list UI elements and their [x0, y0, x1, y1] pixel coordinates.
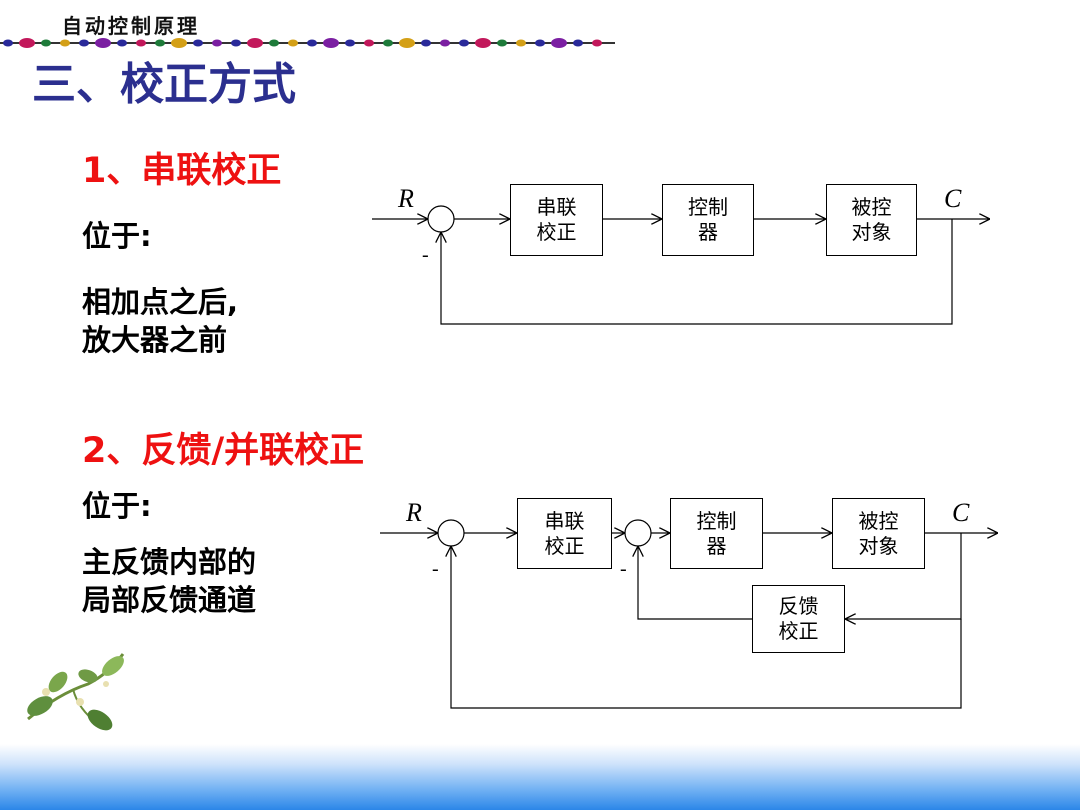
d1-minus-sign: -: [422, 244, 429, 266]
d2-local-summing-junction: [624, 519, 652, 547]
decorative-dot: [41, 39, 51, 47]
decorative-dot: [117, 39, 127, 47]
bottom-gradient-band: [0, 744, 1080, 810]
block-label: 控制: [688, 195, 728, 219]
decorative-dot: [345, 39, 355, 47]
decorative-plant-icon: [27, 653, 125, 731]
block-label: 被控: [858, 508, 899, 533]
decorative-dot: [3, 39, 13, 47]
decorative-dot: [212, 39, 222, 47]
decorative-dot: [399, 38, 415, 48]
d2-controller-block: 控制器: [670, 498, 763, 569]
d1-output-label: C: [944, 184, 962, 213]
decorative-dot: [383, 39, 393, 47]
decorative-dot: [60, 39, 70, 47]
decorative-dot: [516, 39, 526, 47]
section1-desc-line1: 相加点之后,: [82, 285, 239, 319]
decorative-dot: [573, 39, 583, 47]
block-label: 被控: [851, 195, 892, 219]
d1-series-compensator-block: 串联校正: [510, 184, 603, 256]
d1-summing-junction: [427, 205, 455, 233]
block-label: 控制: [696, 508, 737, 533]
section1-position-label: 位于:: [82, 219, 152, 253]
block-label: 对象: [858, 533, 899, 558]
decorative-dot: [440, 39, 450, 47]
decorative-dot: [323, 38, 339, 48]
d2-plant-block: 被控对象: [832, 498, 925, 569]
decorative-dot: [364, 39, 374, 47]
section2-desc-line1: 主反馈内部的: [82, 545, 257, 579]
decorative-dot: [288, 39, 298, 47]
decorative-dot-line: [0, 38, 615, 48]
block-label: 串联: [544, 508, 585, 533]
d1-feedback-path: [441, 219, 953, 325]
decorative-dot: [269, 39, 279, 47]
section1-heading: 1、串联校正: [82, 151, 282, 191]
decorative-dot: [307, 39, 317, 47]
decorative-dot: [19, 38, 35, 48]
decorative-dot: [551, 38, 567, 48]
section2-desc-line2: 局部反馈通道: [82, 583, 257, 617]
decorative-dot: [171, 38, 187, 48]
decorative-dot: [497, 39, 507, 47]
d2-feedback-compensator-block: 反馈校正: [752, 585, 845, 653]
d2-main-feedback-path: [451, 546, 962, 709]
decorative-dot: [231, 39, 241, 47]
block-label: 对象: [851, 220, 892, 244]
block-label: 器: [698, 220, 718, 244]
d2-input-label: R: [406, 498, 422, 527]
course-title: 自动控制原理: [62, 14, 200, 38]
d1-input-label: R: [398, 184, 414, 213]
decorative-dot: [247, 38, 263, 48]
d2-main-summing-junction: [437, 519, 465, 547]
section2-position-label: 位于:: [82, 489, 152, 523]
d2-local-feedback-out: [638, 546, 752, 620]
section2-heading: 2、反馈/并联校正: [82, 431, 365, 471]
block-label: 器: [706, 533, 727, 558]
decorative-dot: [155, 39, 165, 47]
block-label: 串联: [536, 195, 577, 219]
block-label: 校正: [778, 619, 819, 643]
d2-main-minus-sign: -: [432, 558, 439, 580]
block-label: 校正: [536, 220, 577, 244]
d2-series-compensator-block: 串联校正: [517, 498, 612, 569]
d1-plant-block: 被控对象: [826, 184, 917, 256]
d2-output-label: C: [952, 498, 970, 527]
section1-desc-line2: 放大器之前: [82, 323, 228, 357]
decorative-dot: [592, 39, 602, 47]
page-title: 三、校正方式: [32, 59, 296, 110]
block-label: 校正: [544, 533, 585, 558]
d1-controller-block: 控制器: [662, 184, 754, 256]
decorative-dot: [535, 39, 545, 47]
decorative-dot: [79, 39, 89, 47]
decorative-dot: [136, 39, 146, 47]
decorative-dot: [475, 38, 491, 48]
decorative-dot: [459, 39, 469, 47]
block-label: 反馈: [778, 594, 819, 618]
decorative-dot: [421, 39, 431, 47]
decorative-dot: [95, 38, 111, 48]
decorative-dot: [193, 39, 203, 47]
d2-local-minus-sign: -: [620, 558, 627, 580]
